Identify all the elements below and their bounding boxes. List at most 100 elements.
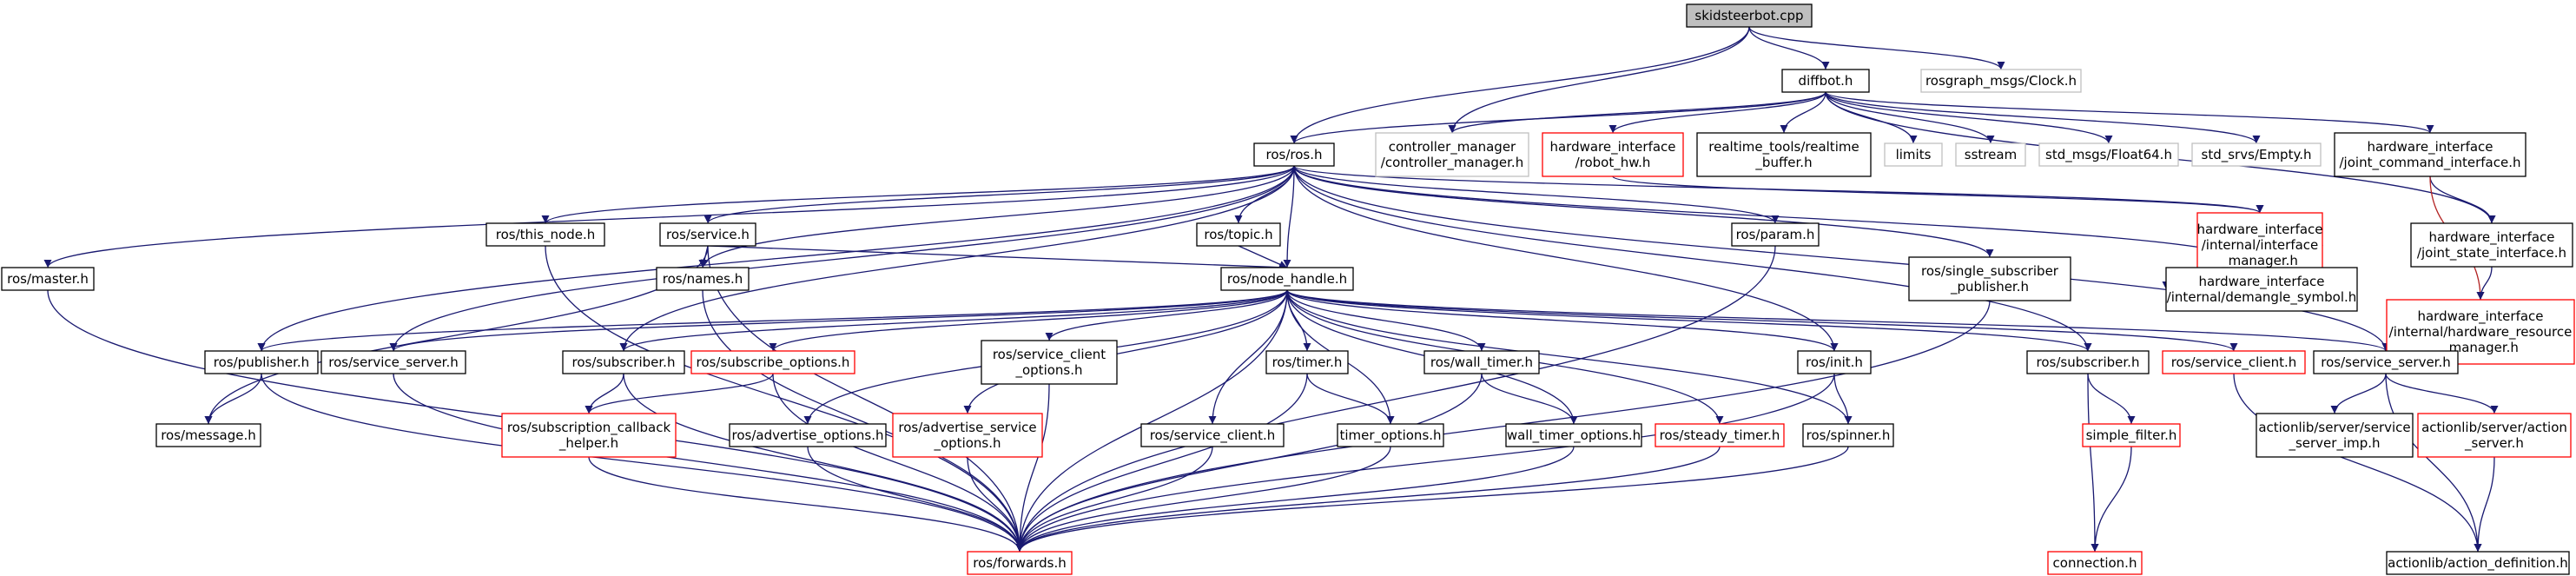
node-realtime_buffer[interactable]: realtime_tools/realtime_buffer.h — [1696, 132, 1872, 177]
node-box-ros_subscriber_l — [562, 350, 685, 374]
node-ros_topic[interactable]: ros/topic.h — [1196, 222, 1281, 247]
node-label-ros_advertise_options: ros/advertise_options.h — [732, 427, 884, 444]
node-label-interface_manager: /internal/interface — [2202, 237, 2319, 253]
node-simple_filter[interactable]: simple_filter.h — [2082, 423, 2181, 447]
node-ros_wall_timer[interactable]: ros/wall_timer.h — [1423, 350, 1540, 374]
node-ros_h[interactable]: ros/ros.h — [1253, 142, 1335, 167]
edge-ros_h-to-ros_publisher — [257, 165, 1295, 352]
node-box-joint_state — [2410, 222, 2573, 268]
edge-root-to-diffbot — [1748, 26, 1830, 70]
node-sstream: sstream — [1955, 142, 2026, 167]
edge-ros_h-to-ros_init — [1293, 165, 1839, 352]
node-label-root: skidsteerbot.cpp — [1694, 8, 1803, 23]
edge-node_handle-to-ros_forwards — [1015, 289, 1288, 553]
edge-diffbot-to-float64 — [1825, 91, 2113, 144]
node-label-demangle: hardware_interface — [2198, 274, 2324, 290]
node-ros_this_node[interactable]: ros/this_node.h — [485, 222, 605, 247]
node-rosgraph_clock: rosgraph_msgs/Clock.h — [1920, 69, 2082, 93]
node-ros_subscriber_l[interactable]: ros/subscriber.h — [562, 350, 685, 374]
node-label-ros_subscriber_r: ros/subscriber.h — [2037, 354, 2140, 370]
node-box-root — [1686, 3, 1813, 28]
node-ros_init[interactable]: ros/init.h — [1797, 350, 1872, 374]
node-ros_advertise_service_options[interactable]: ros/advertise_service_options.h — [892, 413, 1043, 458]
node-ros_steady_timer[interactable]: ros/steady_timer.h — [1655, 423, 1785, 447]
node-label-service_server_imp: _server_imp.h — [2288, 435, 2380, 452]
node-ros_names[interactable]: ros/names.h — [656, 267, 750, 291]
edge-ros_param-to-ros_forwards — [1015, 245, 1776, 553]
node-ros_service[interactable]: ros/service.h — [659, 222, 756, 247]
edge-ros_publisher-to-ros_message — [204, 373, 262, 425]
node-ros_service_client_r[interactable]: ros/service_client.h — [2162, 350, 2306, 374]
node-label-ros_advertise_service_options: _options.h — [933, 435, 1001, 452]
node-ros_service_server_l[interactable]: ros/service_server.h — [320, 350, 466, 374]
edge-node_handle-to-ros_publisher — [257, 289, 1288, 352]
node-single_sub_pub[interactable]: ros/single_subscriber_publisher.h — [1908, 256, 2071, 301]
edge-node_handle-to-ros_subscriber_r — [1286, 289, 2092, 352]
node-ros_master[interactable]: ros/master.h — [1, 267, 95, 291]
node-ros_publisher[interactable]: ros/publisher.h — [204, 350, 319, 374]
edge-wall_timer_options-to-ros_forwards — [1015, 446, 1575, 553]
node-demangle[interactable]: hardware_interface/internal/demangle_sym… — [2165, 267, 2358, 312]
node-joint_command[interactable]: hardware_interface/joint_command_interfa… — [2334, 132, 2526, 177]
node-label-joint_state: hardware_interface — [2428, 229, 2554, 246]
node-label-controller_manager: /controller_manager.h — [1381, 155, 1523, 171]
node-label-robot_hw: hardware_interface — [1549, 139, 1675, 156]
edge-ros_service_client_r-to-action_definition — [2233, 373, 2482, 553]
node-robot_hw[interactable]: hardware_interface/robot_hw.h — [1542, 132, 1684, 177]
node-ros_service_client_m[interactable]: ros/service_client.h — [1140, 423, 1285, 447]
node-label-ros_advertise_service_options: ros/advertise_service — [898, 420, 1036, 436]
node-ros_advertise_options[interactable]: ros/advertise_options.h — [729, 423, 887, 447]
node-ros_subscribe_options[interactable]: ros/subscribe_options.h — [690, 350, 855, 374]
node-box-ros_this_node — [485, 222, 605, 247]
node-wall_timer_options[interactable]: wall_timer_options.h — [1505, 423, 1642, 447]
edge-node_handle-to-ros_subscribe_options — [769, 289, 1288, 352]
node-ros_subscriber_r[interactable]: ros/subscriber.h — [2026, 350, 2150, 374]
node-limits: limits — [1884, 142, 1943, 167]
edge-ros_timer-to-timer_options — [1306, 373, 1395, 425]
edge-ros_subscriber_l-to-sub_callback_helper — [585, 373, 624, 414]
node-label-single_sub_pub: ros/single_subscriber — [1921, 263, 2059, 280]
node-label-ros_subscriber_l: ros/subscriber.h — [572, 354, 676, 370]
edge-ros_h-to-node_handle — [1283, 165, 1295, 268]
node-ros_service_server_r[interactable]: ros/service_server.h — [2313, 350, 2459, 374]
node-ros_message[interactable]: ros/message.h — [155, 423, 261, 447]
node-ros_forwards[interactable]: ros/forwards.h — [967, 551, 1073, 575]
edge-node_handle-to-ros_wall_timer — [1286, 289, 1486, 352]
node-box-diffbot — [1781, 69, 1870, 93]
node-ros_spinner[interactable]: ros/spinner.h — [1802, 423, 1894, 447]
node-box-ros_service_server_r — [2313, 350, 2459, 374]
node-label-ros_init: ros/init.h — [1806, 354, 1863, 370]
node-box-ros_steady_timer — [1655, 423, 1785, 447]
node-node_handle[interactable]: ros/node_handle.h — [1220, 267, 1354, 291]
node-box-rosgraph_clock — [1920, 69, 2082, 93]
node-label-simple_filter: simple_filter.h — [2086, 427, 2177, 444]
node-diffbot[interactable]: diffbot.h — [1781, 69, 1870, 93]
node-controller_manager: controller_manager/controller_manager.h — [1375, 132, 1529, 177]
edge-ros_service_client_options-to-ros_forwards — [1015, 383, 1050, 553]
node-label-interface_manager: _manager.h — [2221, 253, 2298, 269]
node-ros_service_client_options[interactable]: ros/service_client_options.h — [981, 340, 1118, 385]
node-ros_param[interactable]: ros/param.h — [1731, 222, 1820, 247]
node-box-ros_timer — [1265, 350, 1349, 374]
edge-ros_publisher-to-ros_forwards — [261, 373, 1024, 553]
edge-diffbot-to-controller_manager — [1448, 91, 1826, 134]
edge-ros_service-to-node_handle — [707, 245, 1288, 272]
node-action_definition[interactable]: actionlib/action_definition.h — [2386, 551, 2570, 575]
node-action_server[interactable]: actionlib/server/action_server.h — [2417, 413, 2572, 458]
edge-robot_hw-to-interface_manager — [1612, 175, 2264, 214]
node-interface_manager[interactable]: hardware_interface/internal/interface_ma… — [2196, 212, 2323, 278]
node-box-ros_master — [1, 267, 95, 291]
node-service_server_imp[interactable]: actionlib/server/service_server_imp.h — [2256, 413, 2414, 458]
edge-ros_h-to-ros_names — [698, 165, 1295, 268]
node-ros_timer[interactable]: ros/timer.h — [1265, 350, 1349, 374]
node-connection[interactable]: connection.h — [2047, 551, 2143, 575]
node-joint_state[interactable]: hardware_interface/joint_state_interface… — [2410, 222, 2573, 268]
node-sub_callback_helper[interactable]: ros/subscription_callback_helper.h — [501, 413, 677, 458]
node-label-joint_command: hardware_interface — [2367, 139, 2493, 156]
edge-node_handle-to-ros_service_server_l — [389, 289, 1288, 352]
edge-ros_h-to-ros_subscriber_r — [1293, 165, 2092, 352]
node-box-joint_command — [2334, 132, 2526, 177]
node-root[interactable]: skidsteerbot.cpp — [1686, 3, 1813, 28]
node-timer_options[interactable]: timer_options.h — [1337, 423, 1444, 447]
